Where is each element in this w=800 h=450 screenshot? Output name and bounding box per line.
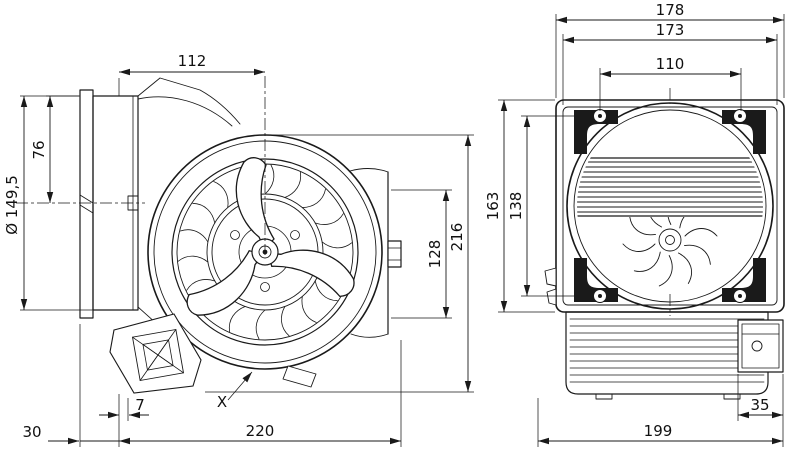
dim-112-label: 112 — [178, 52, 207, 70]
dim-76: 76 — [30, 95, 79, 203]
dim-inlet-diameter: Ø 149,5 — [3, 95, 93, 311]
outlet-flange — [387, 240, 402, 268]
centerlines-left — [16, 76, 266, 255]
dim-35: 35 — [737, 374, 784, 447]
right-view: 178 173 110 163 138 — [484, 1, 785, 447]
dim-220-label: 220 — [246, 422, 275, 440]
vibration-damper — [132, 329, 184, 381]
motor-housing — [565, 311, 769, 400]
corner-brackets — [573, 109, 767, 303]
terminal-box — [737, 319, 784, 373]
dimensions-left: 112 76 Ø 149,5 128 216 — [3, 52, 474, 447]
dim-112: 112 — [118, 52, 265, 96]
dim-35-label: 35 — [750, 396, 769, 414]
dim-30: 30 — [22, 324, 119, 447]
dim-199: 199 — [537, 398, 783, 447]
dim-216-label: 216 — [448, 223, 466, 252]
dim-110: 110 — [599, 55, 742, 111]
dim-216: 216 — [205, 134, 474, 393]
dim-163-label: 163 — [484, 192, 502, 221]
dim-199-label: 199 — [644, 422, 673, 440]
impeller-hint — [622, 217, 718, 289]
left-view: 112 76 Ø 149,5 128 216 — [3, 52, 474, 447]
dim-76-label: 76 — [30, 140, 48, 159]
dim-110-label: 110 — [656, 55, 685, 73]
dimensions-right: 178 173 110 163 138 — [484, 1, 785, 447]
dim-138-label: 138 — [507, 192, 525, 221]
detail-x-callout: X — [217, 371, 253, 411]
dim-220: 220 — [119, 340, 402, 447]
inlet-ring — [566, 102, 774, 310]
housing-front — [555, 99, 785, 313]
dim-178-label: 178 — [656, 1, 685, 19]
dim-173: 173 — [562, 21, 778, 105]
dim-7-label: 7 — [135, 396, 145, 414]
dim-128: 128 — [391, 189, 452, 319]
detail-x-label: X — [217, 393, 227, 411]
side-clips — [544, 267, 557, 306]
louver-grille — [577, 157, 763, 217]
dim-138: 138 — [507, 115, 593, 297]
motor-mount — [109, 313, 202, 394]
dim-30-label: 30 — [22, 423, 41, 441]
dim-7: 7 — [99, 394, 149, 447]
dim-178: 178 — [555, 1, 785, 98]
wheel-spinner — [186, 157, 355, 316]
bottom-tab — [282, 365, 317, 388]
dim-128-label: 128 — [426, 240, 444, 269]
dim-173-label: 173 — [656, 21, 685, 39]
dim-163: 163 — [484, 99, 555, 313]
dim-inlet-diameter-label: Ø 149,5 — [3, 175, 21, 235]
